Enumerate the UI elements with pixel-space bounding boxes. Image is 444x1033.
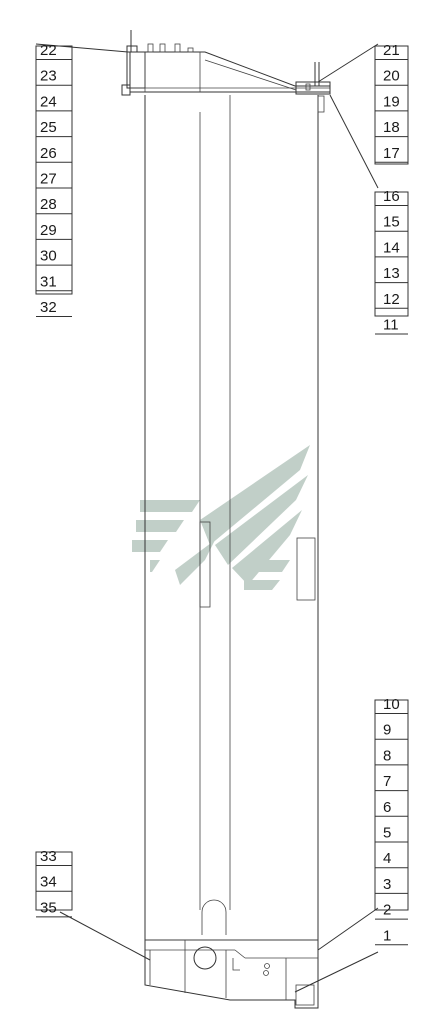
column-body <box>144 95 319 940</box>
bottom-base <box>144 939 319 1009</box>
callout-label-32: 32 <box>40 299 57 316</box>
callout-labels: 2223242526272829303132212019181716151413… <box>36 42 408 946</box>
callout-label-23: 23 <box>40 68 57 85</box>
callout-label-6: 6 <box>383 799 391 816</box>
callout-label-34: 34 <box>40 874 57 891</box>
callout-label-3: 3 <box>383 876 391 893</box>
callout-label-30: 30 <box>40 248 57 265</box>
callout-label-2: 2 <box>383 902 391 919</box>
callout-label-5: 5 <box>383 825 391 842</box>
callout-label-10: 10 <box>383 696 400 713</box>
callout-label-20: 20 <box>383 68 400 85</box>
callout-label-13: 13 <box>383 265 400 282</box>
callout-label-15: 15 <box>383 214 400 231</box>
callout-label-25: 25 <box>40 119 57 136</box>
callout-label-21: 21 <box>383 42 400 59</box>
callout-label-8: 8 <box>383 747 391 764</box>
callout-label-4: 4 <box>383 850 391 867</box>
callout-label-11: 11 <box>383 317 399 334</box>
callout-label-33: 33 <box>40 848 57 865</box>
callout-label-1: 1 <box>383 927 391 944</box>
top-bracket <box>121 30 331 113</box>
callout-label-27: 27 <box>40 171 57 188</box>
watermark-logo <box>132 445 310 590</box>
callout-label-28: 28 <box>40 196 57 213</box>
callout-label-18: 18 <box>383 119 400 136</box>
callout-label-31: 31 <box>40 273 57 290</box>
callout-label-17: 17 <box>383 145 400 162</box>
callout-label-12: 12 <box>383 291 400 308</box>
callout-label-9: 9 <box>383 722 391 739</box>
callout-label-14: 14 <box>383 239 400 256</box>
callout-label-16: 16 <box>383 188 400 205</box>
callout-label-22: 22 <box>40 42 57 59</box>
callout-label-26: 26 <box>40 145 57 162</box>
leader-lines <box>35 43 379 993</box>
callout-label-24: 24 <box>40 93 57 110</box>
callout-label-19: 19 <box>383 93 400 110</box>
callout-label-35: 35 <box>40 899 57 916</box>
callout-boxes <box>35 45 409 911</box>
callout-label-7: 7 <box>383 773 391 790</box>
callout-label-29: 29 <box>40 222 57 239</box>
